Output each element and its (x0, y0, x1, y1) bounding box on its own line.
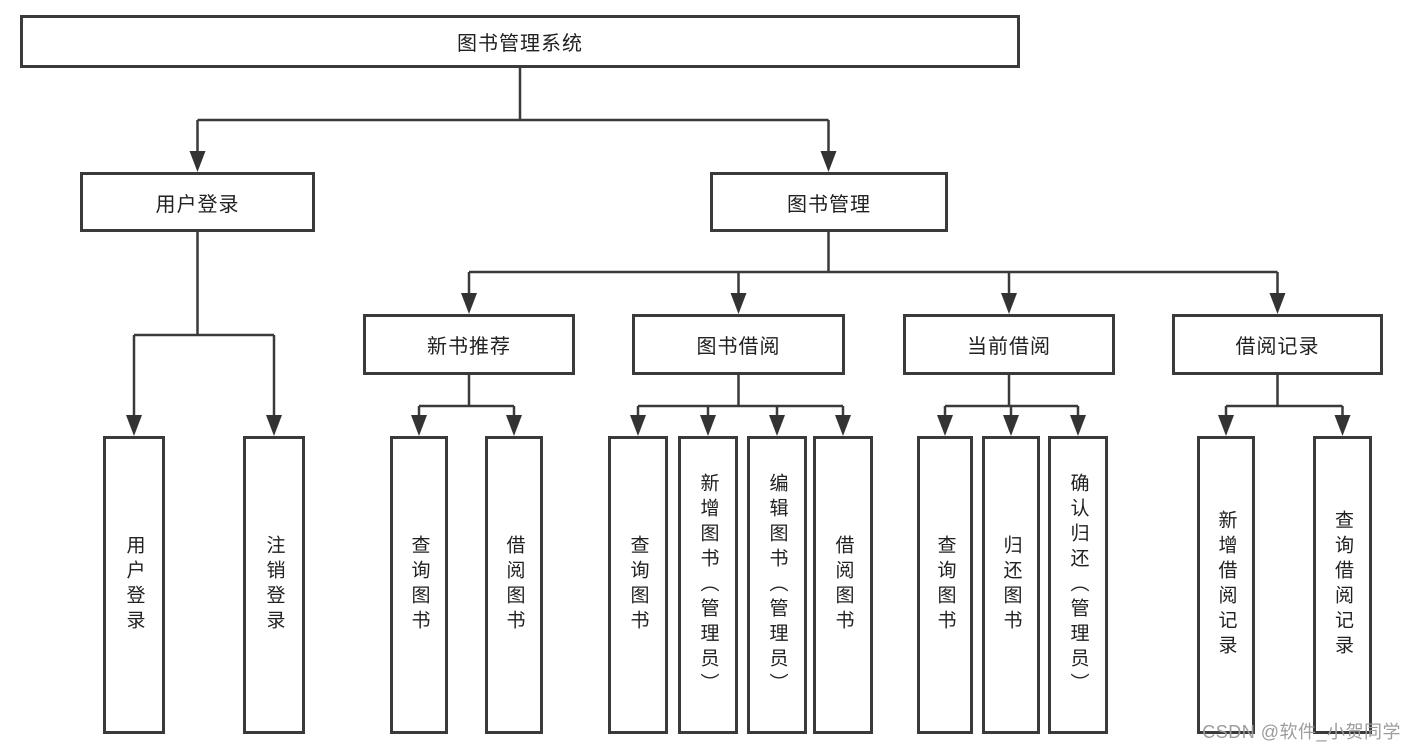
arrowhead-icon (820, 151, 837, 172)
arrowhead-icon (769, 415, 785, 436)
arrowhead-icon (1003, 415, 1019, 436)
arrowhead-icon (1334, 415, 1351, 436)
connector-path-borrow-records (1224, 375, 1344, 422)
node-label: 查询图书 (408, 535, 430, 635)
node-root: 图书管理系统 (20, 15, 1020, 68)
connector-path-current-borrow (943, 375, 1080, 422)
node-label: 借阅图书 (503, 535, 525, 635)
connector-path-book-borrow (636, 375, 845, 422)
node-leaf-query-books-3: 查询图书 (917, 436, 973, 734)
node-leaf-add-books-admin: 新增图书（管理员） (678, 436, 738, 734)
arrowhead-icon (630, 415, 646, 436)
node-label: 查询图书 (934, 535, 956, 635)
node-label: 用户登录 (123, 535, 145, 635)
node-label: 注销登录 (263, 535, 285, 635)
node-label: 用户登录 (155, 193, 240, 216)
node-leaf-logout: 注销登录 (243, 436, 305, 734)
node-label: 当前借阅 (967, 336, 1051, 358)
arrowhead-icon (1070, 415, 1086, 436)
arrowhead-icon (700, 415, 716, 436)
node-label: 图书管理 (787, 193, 871, 216)
arrowhead-icon (1269, 293, 1286, 314)
node-leaf-user-login: 用户登录 (103, 436, 165, 734)
connector-path-root (196, 68, 830, 158)
node-label: 图书管理系统 (457, 33, 583, 55)
node-label: 图书借阅 (696, 336, 781, 358)
node-label: 新增借阅记录 (1215, 510, 1237, 660)
node-book-borrow: 图书借阅 (632, 314, 845, 375)
node-label: 新增图书（管理员） (697, 472, 719, 698)
node-leaf-return-books: 归还图书 (982, 436, 1040, 734)
connector-path-user-login (132, 232, 276, 422)
arrowhead-icon (461, 293, 477, 314)
node-leaf-query-borrow-record: 查询借阅记录 (1313, 436, 1372, 734)
node-label: 查询图书 (627, 535, 649, 635)
arrowhead-icon (730, 293, 747, 314)
node-label: 归还图书 (1000, 535, 1022, 635)
node-leaf-edit-books-admin: 编辑图书（管理员） (747, 436, 807, 734)
node-leaf-borrow-books-1: 借阅图书 (485, 436, 543, 734)
node-current-borrow: 当前借阅 (903, 314, 1115, 375)
connector-path-new-book (417, 375, 516, 422)
arrowhead-icon (1218, 415, 1234, 436)
node-leaf-query-books-1: 查询图书 (390, 436, 448, 734)
node-label: 新书推荐 (427, 336, 511, 358)
arrowhead-icon (189, 151, 206, 172)
arrowhead-icon (411, 415, 427, 436)
arrowhead-icon (126, 415, 142, 436)
node-book-management: 图书管理 (710, 172, 948, 232)
node-new-book-recommend: 新书推荐 (363, 314, 575, 375)
node-leaf-add-borrow-record: 新增借阅记录 (1197, 436, 1255, 734)
node-leaf-borrow-books-2: 借阅图书 (813, 436, 873, 734)
watermark: CSDN @软件_小贺同学 (1202, 722, 1401, 742)
connector-path-book-management (467, 232, 1279, 300)
node-leaf-query-books-2: 查询图书 (608, 436, 668, 734)
node-label: 编辑图书（管理员） (766, 472, 788, 698)
arrowhead-icon (937, 415, 953, 436)
node-borrow-records: 借阅记录 (1172, 314, 1383, 375)
node-label: 确认归还（管理员） (1067, 472, 1089, 698)
arrowhead-icon (506, 415, 522, 436)
arrowhead-icon (835, 415, 851, 436)
node-label: 借阅图书 (832, 535, 854, 635)
arrowhead-icon (266, 415, 282, 436)
node-user-login: 用户登录 (80, 172, 315, 232)
node-label: 借阅记录 (1235, 336, 1320, 358)
arrowhead-icon (1001, 293, 1017, 314)
node-leaf-confirm-return-admin: 确认归还（管理员） (1048, 436, 1108, 734)
node-label: 查询借阅记录 (1332, 510, 1353, 660)
